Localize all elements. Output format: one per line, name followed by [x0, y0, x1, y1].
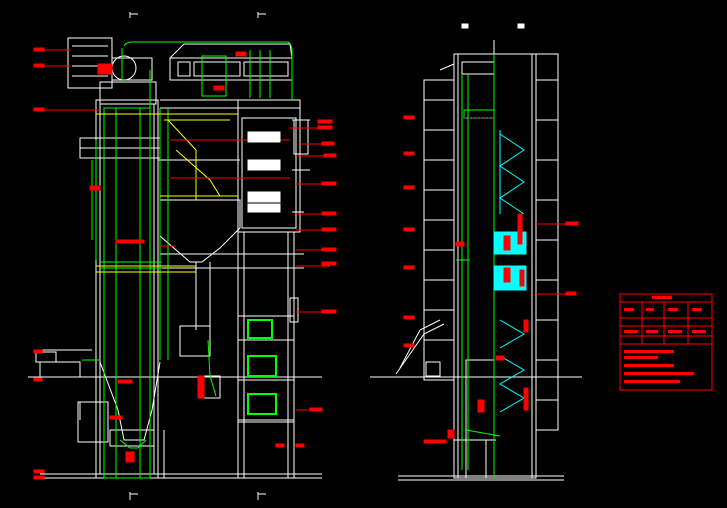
- red-dimensions-front-left: [33, 47, 145, 480]
- ground-line-front: [28, 376, 322, 479]
- legend-table: [619, 293, 713, 391]
- legend-table-fills: [624, 296, 706, 383]
- ground-line-side: [370, 376, 582, 481]
- green-piping-front: [82, 41, 293, 479]
- side-elevation-view: [370, 23, 582, 481]
- steel-frame-right: [160, 43, 310, 478]
- section-mark-side: [461, 23, 525, 29]
- front-elevation-view: [28, 12, 337, 500]
- heat-exchanger-panels: [247, 131, 281, 213]
- red-dimensions-side: [403, 115, 579, 444]
- furnace-lower-cone: [35, 349, 165, 478]
- section-mark-bottom: [129, 492, 266, 500]
- furnace-body: [67, 37, 161, 479]
- side-frame: [395, 40, 559, 479]
- section-mark-top: [129, 12, 266, 18]
- red-dimensions-front-right: [160, 51, 337, 448]
- yellow-lines-front: [96, 113, 238, 273]
